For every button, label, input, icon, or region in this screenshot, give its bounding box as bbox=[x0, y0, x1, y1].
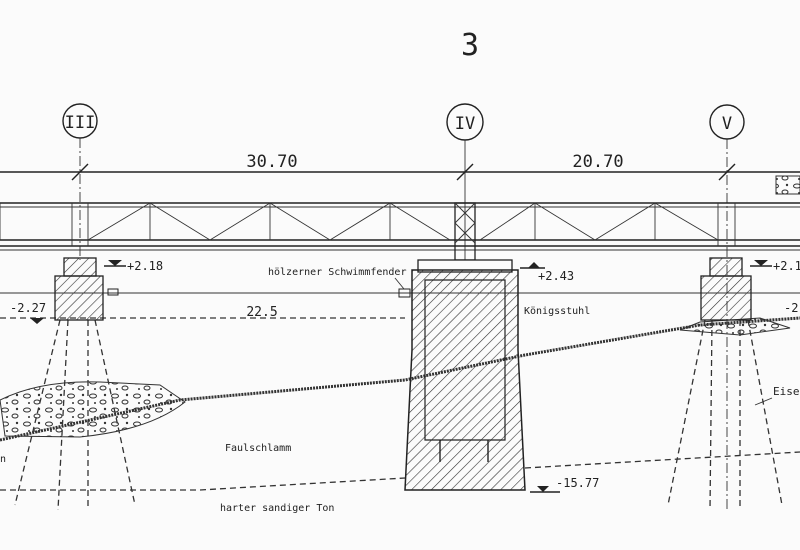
svg-text:+2.18: +2.18 bbox=[773, 259, 800, 273]
svg-text:V: V bbox=[722, 114, 732, 134]
level-marker-bottom: -15.77 bbox=[530, 476, 599, 493]
svg-text:-2.27: -2.27 bbox=[10, 301, 46, 315]
sheet-number: 3 bbox=[461, 28, 479, 63]
svg-text:IV: IV bbox=[455, 114, 475, 134]
pier-iv bbox=[398, 259, 526, 491]
axis-marker-iv: IV bbox=[446, 103, 484, 262]
span-dimensions: 30.70 20.70 bbox=[0, 152, 800, 181]
svg-text:III: III bbox=[65, 113, 96, 133]
label-mud: Faulschlamm bbox=[225, 443, 291, 454]
pier-v bbox=[700, 257, 752, 321]
level-marker-water-right: -2 bbox=[784, 301, 798, 315]
svg-text:+2.18: +2.18 bbox=[127, 259, 163, 273]
gravel-layer-left bbox=[0, 381, 186, 438]
level-marker-pier4: +2.43 bbox=[520, 262, 574, 283]
clay-boundary bbox=[0, 451, 800, 491]
piles-iii bbox=[14, 319, 136, 511]
span-label-left: 30.70 bbox=[246, 152, 297, 172]
axis-marker-iii: III bbox=[62, 103, 98, 260]
truss-bridge bbox=[0, 175, 800, 261]
level-marker-water-left: -2.27 bbox=[10, 301, 46, 324]
svg-text:-15.77: -15.77 bbox=[556, 476, 599, 490]
label-clay: harter sandiger Ton bbox=[220, 503, 334, 514]
gravel-layer-right bbox=[679, 317, 791, 336]
depth-dimension-label: 22.5 bbox=[246, 305, 277, 320]
piles-v bbox=[667, 319, 783, 511]
svg-text:+2.43: +2.43 bbox=[538, 269, 574, 283]
label-fender: hölzerner Schwimmfender bbox=[268, 267, 406, 278]
level-marker-pier3: +2.18 bbox=[104, 259, 163, 273]
label-koenigsstuhl: Königsstuhl bbox=[524, 306, 590, 317]
span-label-right: 20.70 bbox=[572, 152, 623, 172]
pier-iii bbox=[54, 257, 119, 321]
label-left-cut: n bbox=[0, 454, 6, 465]
level-marker-pier5: +2.18 bbox=[750, 259, 800, 273]
